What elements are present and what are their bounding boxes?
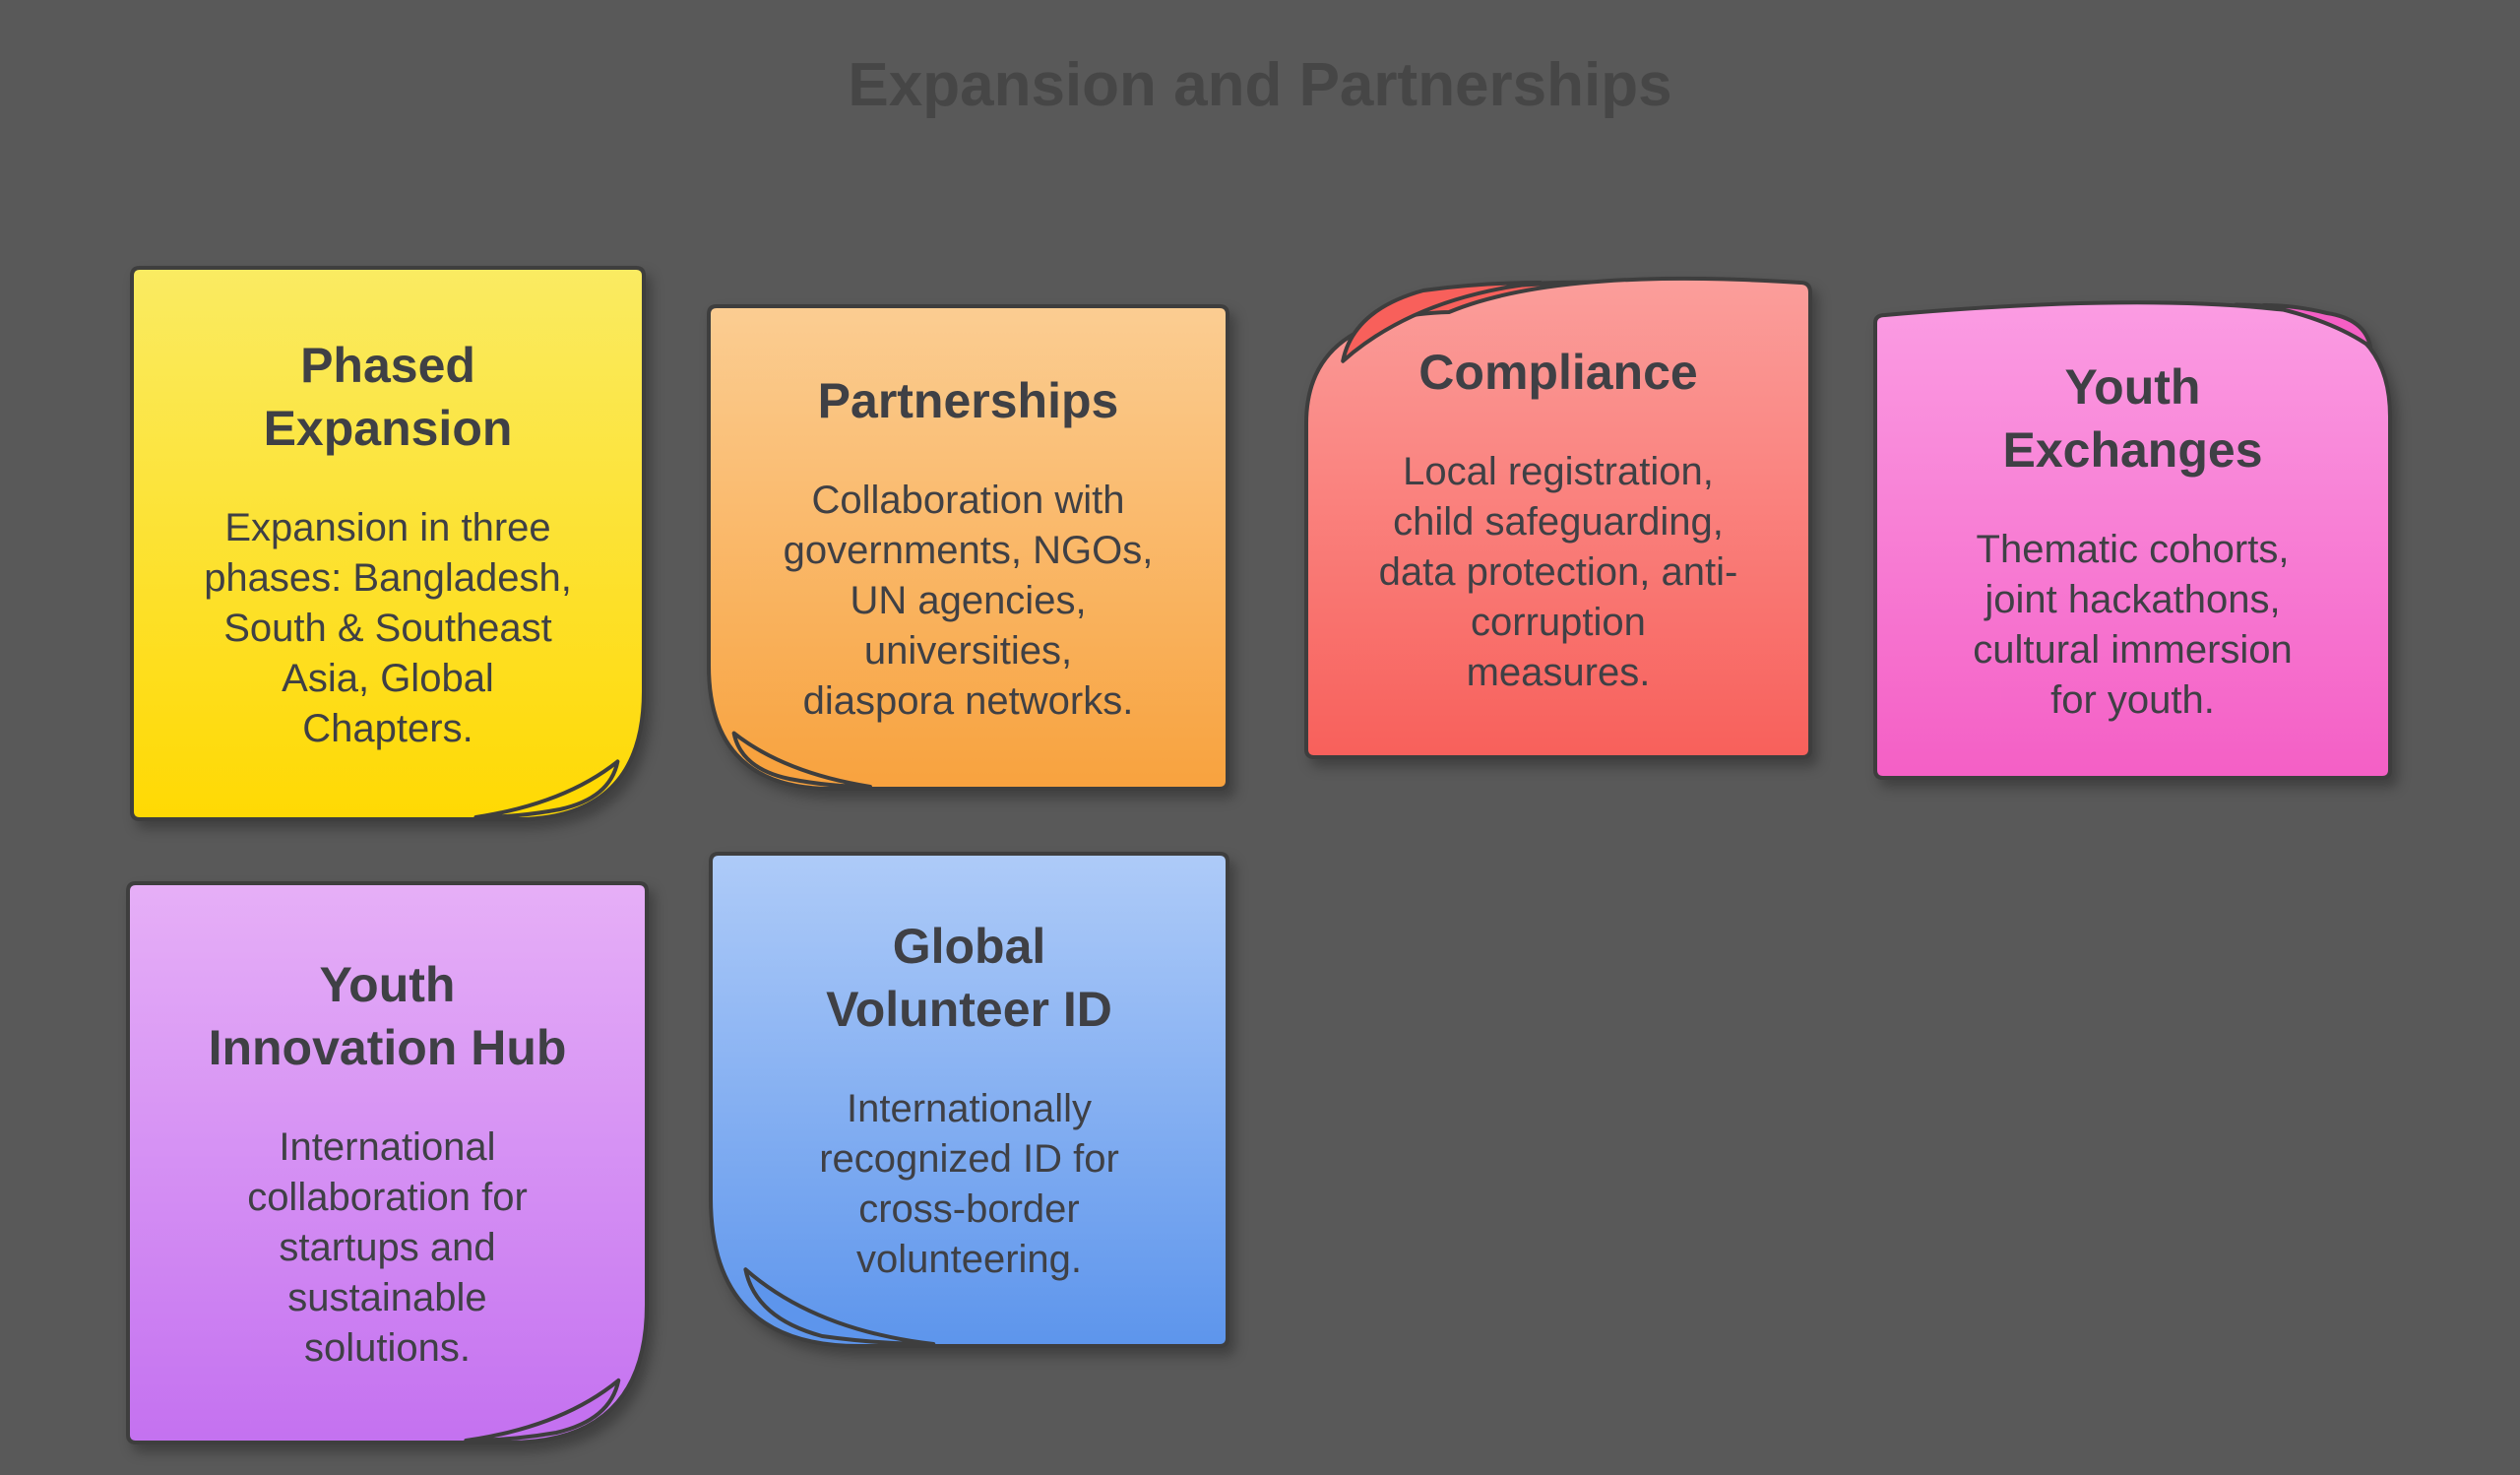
note-body: Internationally recognized ID for cross-… <box>819 1087 1119 1281</box>
sticky-note-content: Youth Exchanges Thematic cohorts, joint … <box>1875 303 2390 778</box>
note-title: Global Volunteer ID <box>826 919 1112 1037</box>
sticky-note-global-volunteer-id: Global Volunteer ID Internationally reco… <box>709 852 1229 1348</box>
sticky-note-content: Youth Innovation Hub International colla… <box>128 883 647 1443</box>
note-title: Phased Expansion <box>263 337 513 456</box>
sticky-note-shape <box>130 266 646 821</box>
sticky-note-content: Phased Expansion Expansion in three phas… <box>132 268 644 819</box>
note-body: Thematic cohorts, joint hackathons, cult… <box>1973 528 2293 722</box>
sticky-note-shape <box>709 852 1229 1348</box>
sticky-note-shape <box>126 881 649 1444</box>
note-title: Youth Innovation Hub <box>208 956 567 1075</box>
sticky-note-shape <box>707 304 1229 791</box>
note-body: Collaboration with governments, NGOs, UN… <box>783 478 1154 723</box>
sticky-note-content: Partnerships Collaboration with governme… <box>709 306 1228 789</box>
sticky-note-partnerships: Partnerships Collaboration with governme… <box>707 304 1229 791</box>
sticky-note-phased-expansion: Phased Expansion Expansion in three phas… <box>130 266 646 821</box>
sticky-note-shape <box>1304 276 1812 759</box>
sticky-note-shape <box>1873 300 2392 780</box>
sticky-note-youth-innovation-hub: Youth Innovation Hub International colla… <box>126 881 649 1444</box>
note-body: Expansion in three phases: Bangladesh, S… <box>204 505 572 750</box>
sticky-note-compliance: Compliance Local registration, child saf… <box>1304 276 1812 759</box>
sticky-note-youth-exchanges: Youth Exchanges Thematic cohorts, joint … <box>1873 300 2392 780</box>
page-title: Expansion and Partnerships <box>848 51 1672 119</box>
sticky-note-content: Compliance Local registration, child saf… <box>1306 281 1810 757</box>
note-title: Youth Exchanges <box>2002 359 2263 478</box>
note-body: Local registration, child safeguarding, … <box>1378 449 1738 694</box>
note-title: Compliance <box>1418 344 1698 400</box>
note-title: Partnerships <box>817 372 1119 428</box>
note-body: International collaboration for startups… <box>247 1124 528 1370</box>
sticky-note-content: Global Volunteer ID Internationally reco… <box>711 854 1228 1346</box>
